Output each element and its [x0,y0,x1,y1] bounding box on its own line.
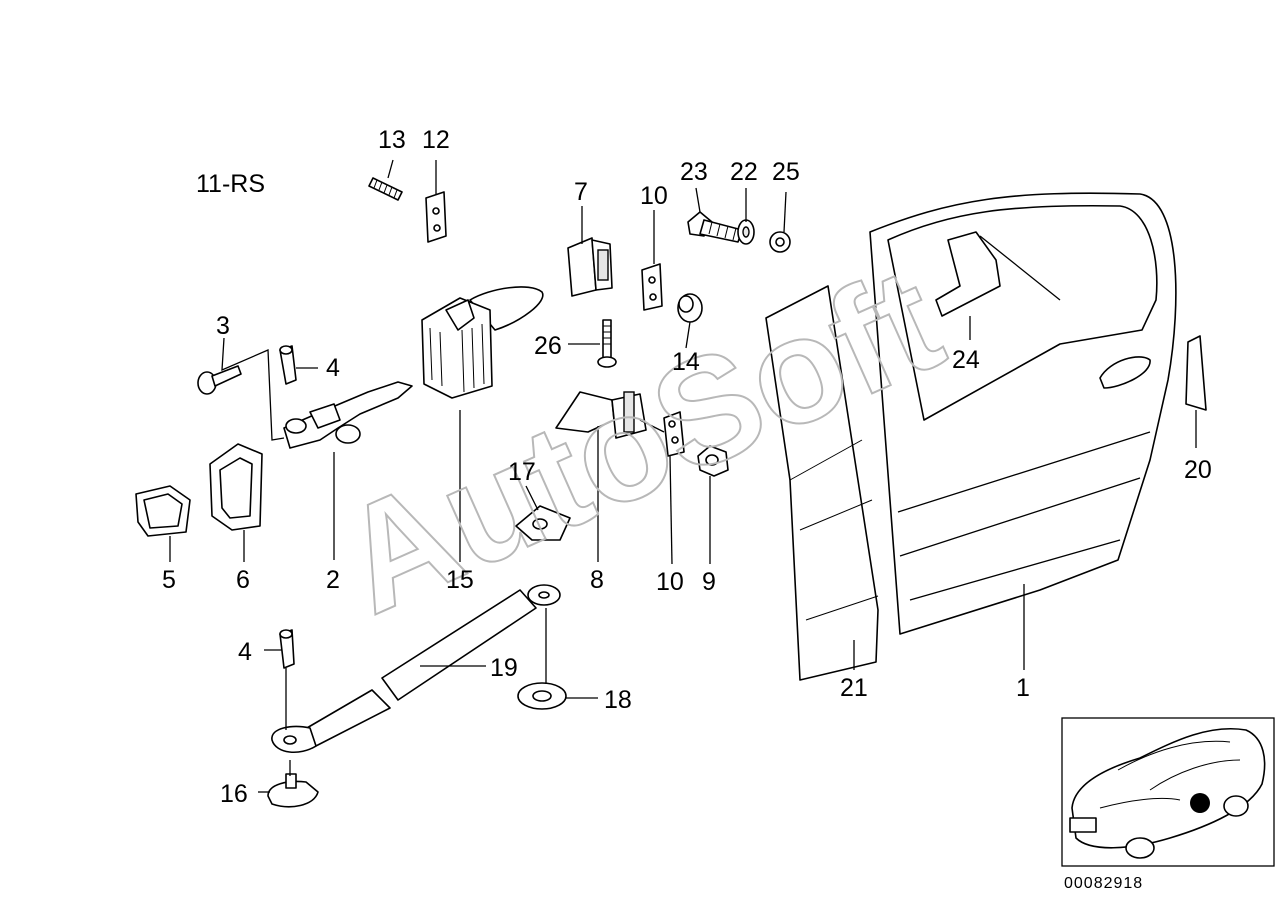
label-26: 26 [534,332,562,360]
label-16: 16 [220,780,248,808]
leader-lines [169,159,1197,793]
part-1-rear-door [869,192,1177,635]
part-labels: 11-RS 13 12 7 10 23 22 25 26 14 3 4 17 5… [162,126,1212,808]
part-7-hinge [567,237,613,297]
label-19: 19 [490,654,518,682]
part-8-hinge [555,391,647,439]
label-10-lower: 10 [656,568,684,596]
label-1: 1 [1016,674,1030,702]
label-4-top: 4 [326,354,340,382]
label-22: 22 [730,158,758,186]
label-23: 23 [680,158,708,186]
part-14-bushing [677,293,703,323]
label-17: 17 [508,458,536,486]
part-9-nut [697,445,729,477]
part-13-stud [368,177,403,201]
part-21-seal-strip [765,285,879,681]
label-20: 20 [1184,456,1212,484]
label-15: 15 [446,566,474,594]
label-4-lower: 4 [238,638,252,666]
label-10-top: 10 [640,182,668,210]
part-12-plate [425,191,447,243]
part-19-gas-strut [271,584,561,753]
part-10-plate-lower [663,411,685,457]
label-7: 7 [574,178,588,206]
label-24: 24 [952,346,980,374]
part-16-cap [267,773,319,808]
label-21: 21 [840,674,868,702]
label-9: 9 [702,568,716,596]
part-5-cap [135,485,191,537]
image-code: 00082918 [1064,875,1143,892]
part-17-clip [515,505,571,541]
label-2: 2 [326,566,340,594]
label-25: 25 [772,158,800,186]
label-14: 14 [672,348,700,376]
part-4-pin-top [279,345,297,385]
part-4-pin-lower [279,629,295,669]
label-6: 6 [236,566,250,594]
part-3-screw [197,365,242,395]
label-3: 3 [216,312,230,340]
car-locator-icon [1069,727,1266,859]
part-6-seal [209,443,263,531]
group-label: 11-RS [196,170,265,198]
part-25-washer [769,231,791,253]
part-18-washer [517,682,567,710]
car-locator-inset [1061,717,1275,867]
locator-dot [1190,793,1210,813]
part-23-bolt [687,211,743,243]
part-24-bracket [935,231,1001,317]
part-26-bolt [597,319,617,368]
label-18: 18 [604,686,632,714]
part-2-check-strap [283,381,413,449]
label-5: 5 [162,566,176,594]
part-15-housing [421,286,544,399]
label-13: 13 [378,126,406,154]
part-22-washer [737,219,755,245]
part-10-plate-top [641,263,663,311]
part-20-trim [1185,335,1207,411]
label-12: 12 [422,126,450,154]
label-8: 8 [590,566,604,594]
